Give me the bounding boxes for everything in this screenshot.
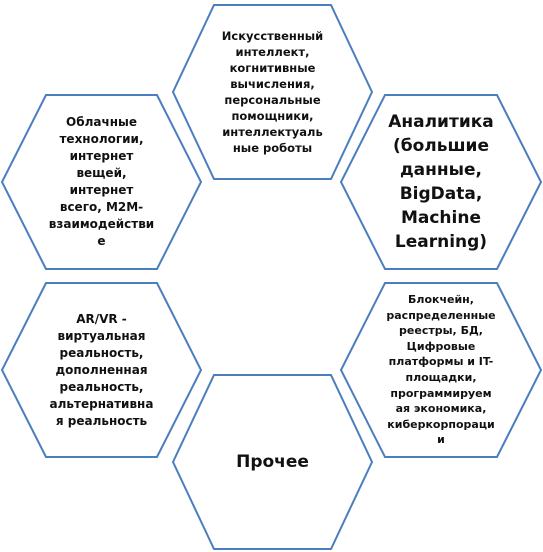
hexagon-arvr xyxy=(0,282,203,458)
hexagon-analytics xyxy=(339,94,543,270)
hexagon-blockchain xyxy=(339,282,543,458)
node-analytics-label: Аналитика (большие данные, BigData, Mach… xyxy=(388,112,494,252)
node-arvr-label: AR/VR - виртуальная реальность, дополнен… xyxy=(49,311,154,428)
node-blockchain-label: Блокчейн, распределенные реестры, БД, Ци… xyxy=(386,293,496,447)
node-cloud-label: Облачные технологии, интернет вещей, инт… xyxy=(48,115,155,248)
hexagon-other xyxy=(171,374,374,550)
hexagon-ai xyxy=(171,4,374,180)
node-other-label: Прочее xyxy=(236,452,309,472)
hexagon-cloud xyxy=(0,94,203,270)
node-ai-label: Искусственный интеллект, когнитивные выч… xyxy=(221,29,324,155)
